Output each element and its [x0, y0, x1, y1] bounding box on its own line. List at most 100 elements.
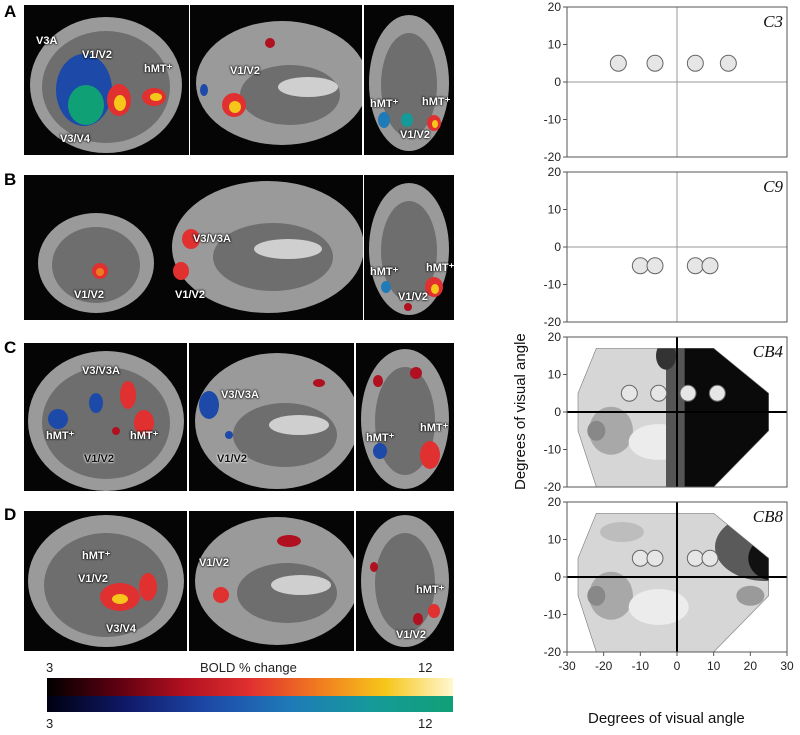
colorbar-cool [47, 696, 453, 712]
brain-b-coronal: V1/V2 [24, 175, 164, 320]
label-v3v4: V3/V4 [106, 623, 136, 635]
y-tick-label: -20 [544, 645, 562, 659]
brain-a-axial: hMT⁺ hMT⁺ V1/V2 [364, 5, 454, 155]
chart-title: C9 [763, 177, 783, 196]
label-hmt: hMT⁺ [420, 422, 449, 434]
brain-d-axial-image [361, 515, 449, 647]
y-tick-label: -10 [544, 278, 562, 292]
brain-a-coronal: V3A V1/V2 hMT⁺ V3/V4 [24, 5, 189, 155]
label-hmt: hMT⁺ [370, 98, 399, 110]
stimulus-point [620, 384, 638, 402]
y-tick-label: 20 [548, 330, 562, 344]
y-tick-label: -10 [544, 608, 562, 622]
label-v1v2: V1/V2 [199, 557, 229, 569]
label-hmt: hMT⁺ [366, 432, 395, 444]
stimulus-point [686, 257, 704, 275]
label-v1v2: V1/V2 [84, 453, 114, 465]
stimulus-point [631, 257, 649, 275]
y-tick-label: 0 [554, 240, 561, 254]
label-hmt: hMT⁺ [82, 550, 111, 562]
brain-c-coronal: V3/V3A hMT⁺ hMT⁺ V1/V2 [24, 343, 187, 491]
brain-d-coronal-image [28, 515, 184, 647]
x-axis-title: Degrees of visual angle [588, 710, 745, 727]
brain-d-coronal: hMT⁺ V1/V2 V3/V4 [24, 511, 187, 651]
brain-b-axial-image [369, 183, 449, 315]
colorbar-max-label-top: 12 [418, 660, 433, 675]
label-v1v2: V1/V2 [398, 291, 428, 303]
x-tick-label: 0 [674, 659, 681, 673]
label-v3v3a: V3/V3A [221, 389, 259, 401]
colorbar-title: BOLD % change [200, 660, 297, 675]
y-tick-label: 0 [554, 570, 561, 584]
panel-letter-a: A [4, 2, 17, 21]
x-tick-label: 30 [780, 659, 794, 673]
y-tick-label: 10 [548, 533, 562, 547]
label-hmt: hMT⁺ [426, 262, 454, 274]
label-hmt: hMT⁺ [416, 584, 445, 596]
panel-letter-d: D [4, 505, 17, 524]
panel-letter-c: C [4, 338, 17, 357]
stimulus-point [646, 257, 664, 275]
chart-title: CB8 [753, 507, 784, 526]
x-tick-label: -10 [632, 659, 650, 673]
stimulus-point [609, 54, 627, 72]
label-hmt: hMT⁺ [130, 430, 159, 442]
label-v1v2: V1/V2 [78, 573, 108, 585]
chart-cb4: 20 10 0 -10 -20 CB4 [544, 330, 788, 494]
stimulus-point [719, 54, 737, 72]
stimulus-point [686, 549, 704, 567]
brain-d-axial: hMT⁺ V1/V2 [356, 511, 454, 651]
y-tick-label: 20 [548, 165, 562, 179]
label-v3v4: V3/V4 [60, 133, 90, 145]
brain-b-coronal-image [38, 213, 154, 313]
colorbar-min-label-top: 3 [46, 660, 54, 675]
label-v1v2: V1/V2 [175, 289, 205, 301]
chart-title: C3 [763, 12, 783, 31]
panel-letter-b: B [4, 170, 17, 189]
y-tick-label: -20 [544, 480, 562, 494]
chart-title: CB4 [753, 342, 784, 361]
brain-a-coronal-image [30, 17, 182, 153]
y-tick-label: 0 [554, 405, 561, 419]
brain-c-sagittal: V3/V3A V1/V2 [189, 343, 354, 491]
brain-c-coronal-image [28, 351, 184, 491]
y-tick-label: -20 [544, 150, 562, 164]
colorbar-max-label-bottom: 12 [418, 716, 433, 731]
y-tick-label: 10 [548, 203, 562, 217]
label-v3v3a: V3/V3A [193, 233, 231, 245]
stimulus-point [646, 549, 664, 567]
colorbar-min-label-bottom: 3 [46, 716, 54, 731]
y-tick-label: -10 [544, 443, 562, 457]
label-v1v2: V1/V2 [396, 629, 426, 641]
brain-a-sagittal-image [196, 21, 362, 145]
stimulus-point [701, 257, 719, 275]
label-hmt: hMT⁺ [370, 266, 399, 278]
y-tick-label: 20 [548, 495, 562, 509]
brain-d-sagittal-image [195, 517, 354, 645]
brain-b-axial: hMT⁺ hMT⁺ V1/V2 [364, 175, 454, 320]
label-v3a: V3A [36, 35, 58, 47]
stimulus-point [679, 384, 697, 402]
y-tick-label: -10 [544, 113, 562, 127]
stimulus-point [708, 384, 726, 402]
label-v1v2: V1/V2 [82, 49, 112, 61]
chart-c9: 20 10 0 -10 -20 C9 [544, 165, 788, 329]
label-hmt: hMT⁺ [144, 63, 173, 75]
x-tick-label: 10 [707, 659, 721, 673]
y-tick-label: -20 [544, 315, 562, 329]
y-tick-label: 10 [548, 368, 562, 382]
label-v1v2: V1/V2 [400, 129, 430, 141]
label-hmt: hMT⁺ [422, 96, 451, 108]
label-v1v2: V1/V2 [230, 65, 260, 77]
stimulus-point [631, 549, 649, 567]
brain-b-sagittal: V3/V3A V1/V2 [163, 175, 363, 320]
brain-b-sagittal-image [172, 181, 363, 313]
label-hmt: hMT⁺ [46, 430, 75, 442]
y-tick-label: 20 [548, 0, 562, 14]
brain-c-axial: hMT⁺ hMT⁺ [356, 343, 454, 491]
colorbar [47, 678, 453, 712]
y-tick-label: 10 [548, 38, 562, 52]
